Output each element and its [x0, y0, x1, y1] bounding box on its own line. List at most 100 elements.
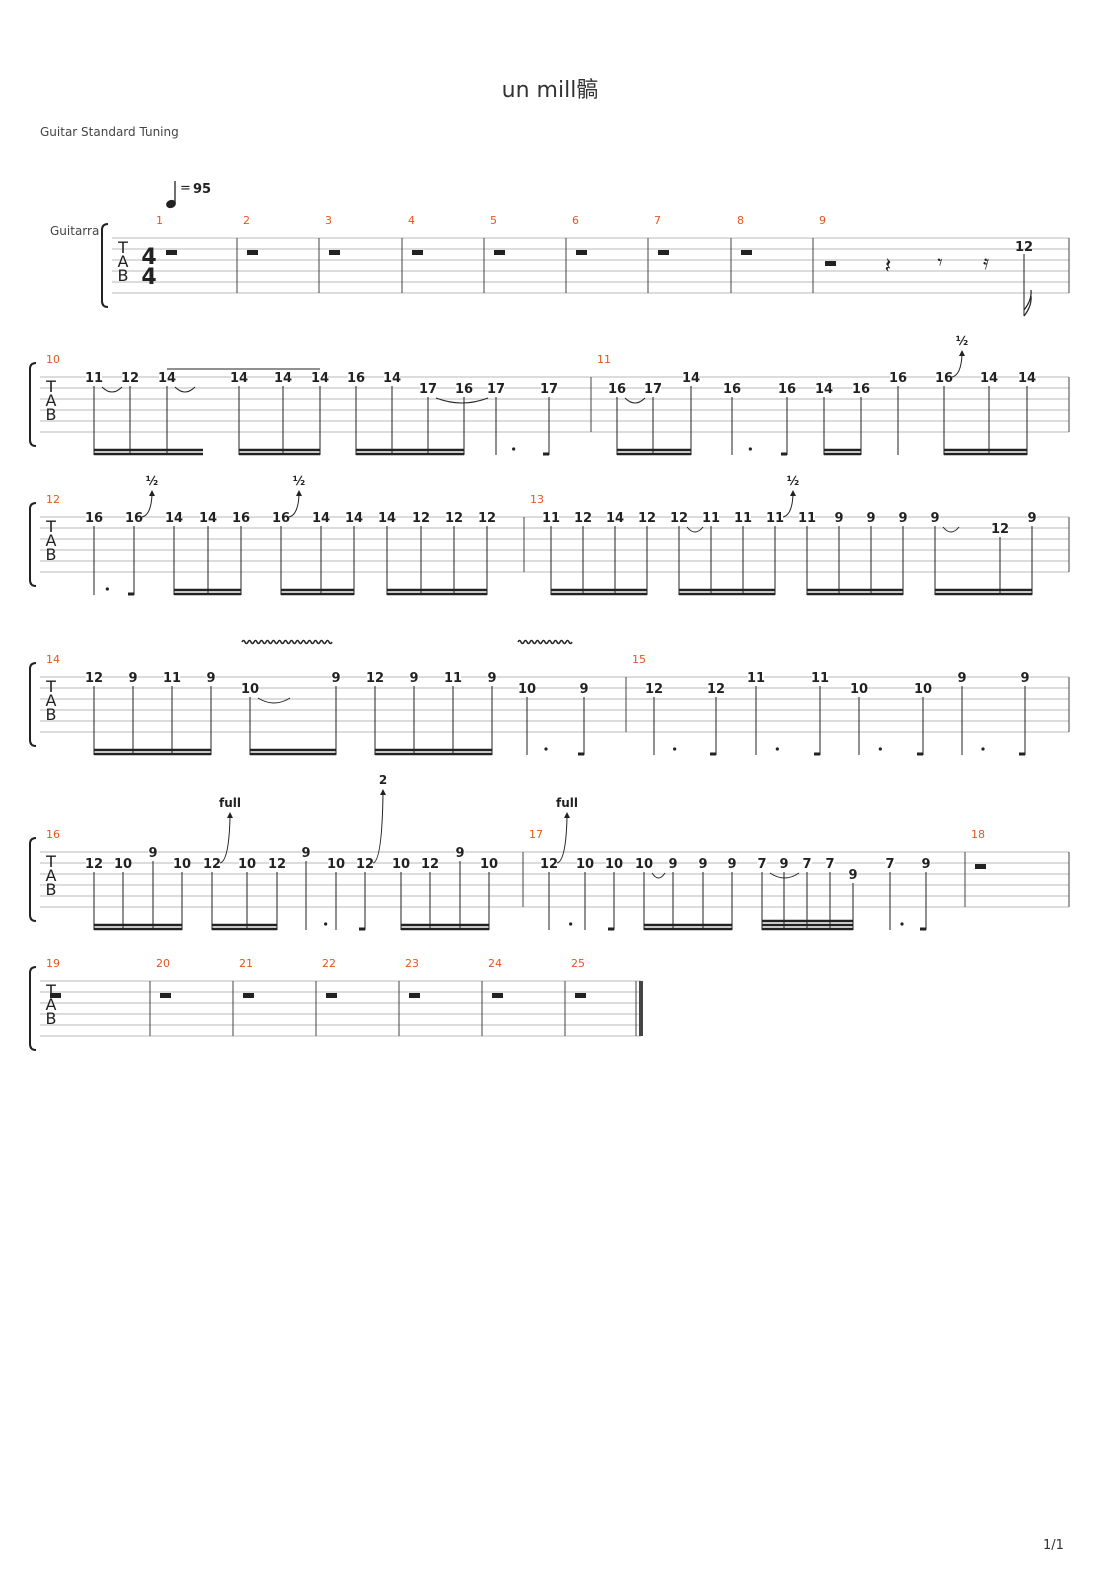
- fret-bg: [357, 858, 373, 869]
- bend-amount: ½: [787, 474, 799, 488]
- fret-number: 10: [518, 682, 536, 697]
- fret-number: 16: [232, 511, 250, 526]
- fret-number: 11: [766, 511, 784, 526]
- fret-bg: [915, 683, 931, 694]
- fret-bg: [683, 372, 699, 383]
- fret-number: 9: [930, 511, 939, 526]
- fret-bg: [313, 512, 329, 523]
- fret-bg: [206, 672, 216, 683]
- fret-number: 12: [356, 857, 374, 872]
- fret-number: 16: [125, 511, 143, 526]
- fret-bg: [898, 512, 908, 523]
- dotted-note: [878, 747, 882, 751]
- fret-number: 14: [311, 371, 329, 386]
- fret-bg: [724, 383, 740, 394]
- bend-arrow: [556, 816, 568, 864]
- tab-clef-letter: A: [118, 252, 129, 271]
- fret-bg: [930, 512, 940, 523]
- fret-bg: [668, 858, 678, 869]
- fret-bg: [748, 672, 764, 683]
- fret-number: 11: [444, 671, 462, 686]
- fret-bg: [607, 512, 623, 523]
- fret-bg: [367, 672, 383, 683]
- fret-number: 10: [327, 857, 345, 872]
- tie: [435, 397, 489, 404]
- dotted-note: [569, 922, 573, 926]
- fret-number: 9: [206, 671, 215, 686]
- measure-number: 1: [156, 214, 163, 227]
- bend-arrowhead: [296, 490, 302, 496]
- fret-bg: [816, 383, 832, 394]
- whole-rest: [492, 993, 503, 998]
- fret-number: 9: [834, 511, 843, 526]
- fret-number: 9: [579, 682, 588, 697]
- fret-bg: [301, 847, 311, 858]
- fret-bg: [936, 372, 952, 383]
- fret-bg: [126, 512, 142, 523]
- fret-number: 14: [682, 371, 700, 386]
- fret-bg: [981, 372, 997, 383]
- fret-number: 11: [798, 511, 816, 526]
- fret-bg: [541, 383, 557, 394]
- whole-rest: [576, 250, 587, 255]
- fret-number: 9: [866, 511, 875, 526]
- system-bracket: [29, 362, 37, 447]
- tab-clef-letter: A: [46, 995, 57, 1014]
- fret-number: 9: [848, 868, 857, 883]
- fret-bg: [420, 383, 436, 394]
- fret-number: 11: [747, 671, 765, 686]
- fret-number: 9: [455, 846, 464, 861]
- bend-arrow: [782, 494, 794, 518]
- bend-arrow: [219, 816, 231, 864]
- fret-number: 9: [301, 846, 310, 861]
- fret-bg: [128, 672, 138, 683]
- dotted-note: [544, 747, 548, 751]
- fret-number: 14: [165, 511, 183, 526]
- measure-number: 13: [530, 493, 544, 506]
- fret-bg: [422, 858, 438, 869]
- fret-number: 9: [668, 857, 677, 872]
- fret-number: 7: [825, 857, 834, 872]
- fret-number: 12: [412, 511, 430, 526]
- measure-number: 20: [156, 957, 170, 970]
- fret-bg: [275, 372, 291, 383]
- fret-number: 12: [991, 522, 1009, 537]
- fret-bg: [393, 858, 409, 869]
- fret-number: 12: [268, 857, 286, 872]
- fret-bg: [384, 372, 400, 383]
- fret-number: 14: [312, 511, 330, 526]
- fret-number: 16: [852, 382, 870, 397]
- fret-number: 16: [85, 511, 103, 526]
- fret-bg: [445, 672, 461, 683]
- tab-clef-letter: B: [46, 405, 57, 424]
- fret-bg: [446, 512, 462, 523]
- fret-number: 12: [478, 511, 496, 526]
- fret-bg: [866, 512, 876, 523]
- fret-number: 12: [638, 511, 656, 526]
- bend-arrowhead: [149, 490, 155, 496]
- fret-number: 7: [757, 857, 766, 872]
- fret-number: 12: [670, 511, 688, 526]
- tempo-equals: =: [180, 181, 191, 196]
- measure-number: 25: [571, 957, 585, 970]
- bend-amount: 2: [379, 773, 387, 787]
- fret-bg: [233, 512, 249, 523]
- fret-bg: [609, 383, 625, 394]
- fret-bg: [541, 858, 557, 869]
- tab-clef-letter: T: [45, 677, 56, 696]
- fret-bg: [346, 512, 362, 523]
- fret-number: 12: [366, 671, 384, 686]
- fret-bg: [148, 847, 158, 858]
- fret-number: 14: [345, 511, 363, 526]
- fret-bg: [812, 672, 828, 683]
- fret-bg: [799, 512, 815, 523]
- fret-bg: [328, 858, 344, 869]
- tab-clef-letter: T: [45, 852, 56, 871]
- tie: [257, 697, 291, 704]
- fret-bg: [115, 858, 131, 869]
- fret-bg: [825, 858, 835, 869]
- fret-number: 17: [540, 382, 558, 397]
- measure-number: 12: [46, 493, 60, 506]
- fret-number: 11: [163, 671, 181, 686]
- tempo-note-icon: [166, 199, 176, 209]
